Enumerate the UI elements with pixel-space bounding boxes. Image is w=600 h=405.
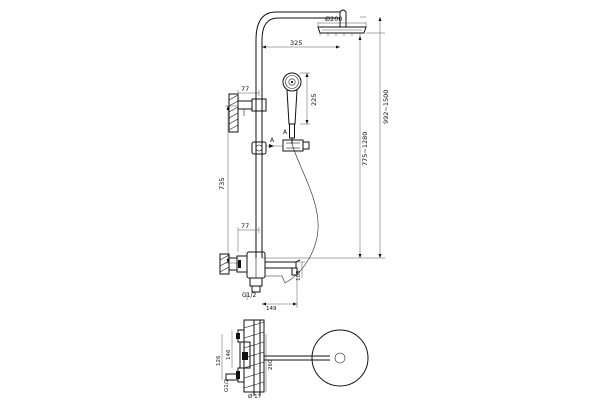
dim-bottom-row: G1/2 149 (242, 275, 298, 312)
dim-total-height-a: 775~1280 (361, 132, 369, 166)
elevation-view: Ø200 325 775~1280 (218, 9, 390, 312)
dim-shower-head-diameter: Ø200 (325, 15, 343, 23)
dim-bottom-arm-depth: 260 (268, 359, 274, 370)
dim-column-height-label: 735 (218, 178, 226, 190)
dim-bottom-outlet: Ø 17 (248, 393, 262, 400)
dim-total-heights: 775~1280 992~1500 (262, 16, 390, 259)
mixer-valve (219, 251, 301, 293)
upper-wall-bracket: 77 (228, 85, 267, 133)
detail-marker-label: A (283, 129, 288, 136)
dim-total-height-b: 992~1500 (382, 90, 390, 124)
dim-lower-bracket: 77 (237, 222, 260, 252)
holder-detail: A A (266, 129, 310, 152)
dim-spout-height: 108 (296, 261, 305, 281)
dim-bottom-thread: G1/2 (224, 379, 230, 392)
dim-bottom-width: 126 (216, 355, 222, 366)
riser-pipe (251, 40, 267, 258)
shower-head-plan (311, 329, 369, 387)
dim-bracket-offset-top: 77 (241, 85, 249, 93)
shower-hose (284, 143, 319, 284)
dim-arm-reach-label: 325 (290, 39, 302, 47)
dim-spout-projection: 149 (266, 306, 277, 312)
dim-bracket-offset-bottom: 77 (241, 222, 249, 230)
top-detail-view: 260 146 126 G1/2 Ø 17 (216, 319, 369, 400)
shower-head: Ø200 (317, 15, 367, 36)
detail-marker-label-2: A (270, 137, 275, 144)
dim-spout-height-label: 108 (296, 270, 302, 281)
dim-column-height: 735 (218, 105, 238, 264)
dim-inlet-thread: G1/2 (242, 292, 256, 299)
overhead-arm (255, 9, 347, 41)
dim-hand-shower-length: 225 (310, 94, 318, 106)
dim-arm-reach: 325 (262, 39, 340, 49)
dim-bottom-side-depth: 146 (226, 349, 232, 360)
hand-shower: 225 (282, 72, 318, 144)
